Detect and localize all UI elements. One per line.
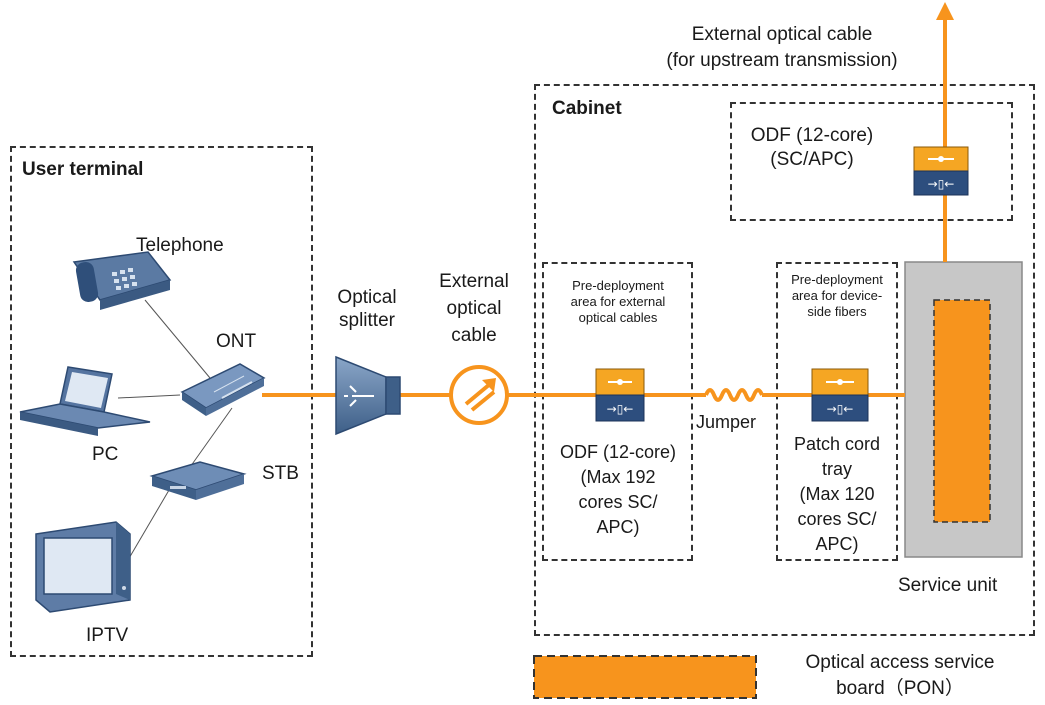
- stb-label: STB: [262, 463, 299, 484]
- odf-top-icon: →▯←: [913, 146, 969, 196]
- telephone-icon: [72, 251, 172, 310]
- pc-label: PC: [92, 444, 119, 465]
- patch-cord-tray-icon: →▯←: [811, 368, 869, 422]
- service-unit-label: Service unit: [898, 575, 998, 596]
- optical-splitter-label: Optical splitter: [326, 286, 408, 332]
- ont-icon: [180, 363, 266, 416]
- main-fiber-line: [262, 388, 905, 402]
- upstream-cable-label: External optical cable (for upstream tra…: [630, 22, 934, 74]
- odf-top-line2: (SC/APC): [770, 149, 854, 170]
- preplace-device-line2: area for device-: [791, 288, 883, 303]
- legend-label: Optical access service board（PON）: [770, 650, 1030, 702]
- patch-tray-line2: tray: [821, 459, 852, 479]
- odf-main-line4: APC): [596, 517, 640, 537]
- svg-text:→▯←: →▯←: [607, 402, 634, 416]
- upstream-cable-arrow: [936, 2, 954, 262]
- ont-label: ONT: [216, 331, 257, 352]
- legend-line2: board（PON）: [836, 678, 964, 699]
- external-cable-label: External optical cable: [424, 268, 524, 349]
- svg-text:→▯←: →▯←: [928, 177, 955, 191]
- odf-main-line3: cores SC/: [578, 492, 658, 512]
- cabinet-title: Cabinet: [552, 98, 622, 119]
- odf-main-label: ODF (12-core) (Max 192 cores SC/ APC): [543, 440, 693, 540]
- stb-icon: [149, 461, 247, 500]
- external-cable-line3: cable: [451, 325, 497, 346]
- optical-splitter-line2: splitter: [339, 310, 395, 331]
- odf-main-line2: (Max 192: [580, 467, 656, 487]
- user-terminal-group: [10, 146, 313, 657]
- iptv-icon: [35, 521, 131, 613]
- optical-splitter-icon: [335, 355, 401, 436]
- preplace-external-label: Pre-deployment area for external optical…: [544, 278, 692, 326]
- external-cable-line2: optical: [446, 298, 502, 319]
- preplace-external-line3: optical cables: [578, 310, 658, 325]
- odf-top-group: [730, 102, 1013, 221]
- patch-tray-line3: (Max 120: [799, 484, 875, 504]
- user-terminal-title: User terminal: [22, 159, 144, 180]
- patch-tray-line4: cores SC/: [797, 509, 877, 529]
- preplace-external-line1: Pre-deployment: [572, 278, 664, 293]
- cabinet-group: [534, 84, 1035, 636]
- patch-tray-label: Patch cord tray (Max 120 cores SC/ APC): [776, 432, 898, 557]
- preplace-external-group: [542, 262, 693, 561]
- odf-main-icon: →▯←: [595, 368, 645, 422]
- external-cable-line1: External: [439, 271, 509, 292]
- svg-text:→▯←: →▯←: [827, 402, 854, 416]
- optical-splitter-line1: Optical: [337, 287, 397, 308]
- telephone-label: Telephone: [136, 235, 224, 256]
- patch-tray-line1: Patch cord: [793, 434, 881, 454]
- preplace-device-line3: side fibers: [807, 304, 867, 319]
- legend-line1: Optical access service: [805, 652, 995, 673]
- upstream-cable-line1: External optical cable: [691, 24, 873, 45]
- terminal-cables: [117, 299, 233, 561]
- odf-top-line1: ODF (12-core): [750, 125, 874, 146]
- patch-tray-line5: APC): [815, 534, 859, 554]
- preplace-external-line2: area for external: [570, 294, 666, 309]
- legend-swatch: [533, 655, 757, 699]
- iptv-label: IPTV: [86, 625, 129, 646]
- preplace-device-group: [776, 262, 898, 561]
- external-cable-connector-icon: [449, 365, 509, 425]
- upstream-cable-line2: (for upstream transmission): [666, 50, 898, 71]
- odf-top-label: ODF (12-core) (SC/APC): [742, 124, 882, 172]
- jumper-label: Jumper: [696, 412, 757, 432]
- service-unit-icon: [904, 261, 1023, 558]
- preplace-device-label: Pre-deployment area for device- side fib…: [776, 272, 898, 320]
- odf-main-line1: ODF (12-core): [559, 442, 676, 462]
- preplace-device-line1: Pre-deployment: [791, 272, 883, 287]
- pc-icon: [19, 366, 151, 436]
